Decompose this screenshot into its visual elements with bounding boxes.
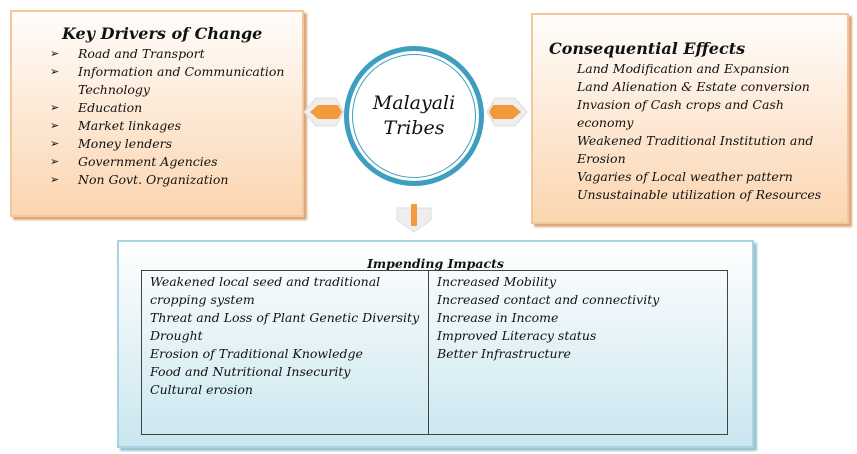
list-item: Threat and Loss of Plant Genetic Diversi… (150, 309, 420, 327)
list-item: Improved Literacy status (437, 327, 659, 345)
item-text: Road and Transport (78, 46, 205, 61)
arrow-bullet-icon: ➢ (50, 47, 60, 60)
list-item: Cultural erosion (150, 381, 420, 399)
consequential-effects-box: Consequential Effects Land Modification … (531, 13, 849, 224)
list-item: ➢ Information and Communication Technolog… (50, 63, 300, 99)
item-text: Increased Mobility (437, 274, 557, 289)
list-item: Better Infrastructure (437, 345, 659, 363)
bidirectional-arrow-left-icon (303, 97, 345, 127)
item-text: Better Infrastructure (437, 346, 571, 361)
list-item: ➢ Money lenders (50, 135, 300, 153)
arrow-bullet-icon: ➢ (50, 155, 60, 168)
arrow-bullet-icon: ➢ (50, 137, 60, 150)
item-text: Weakened Traditional Institution and Ero… (577, 133, 814, 166)
list-item: Land Modification and Expansion (577, 60, 842, 78)
list-item: Increased Mobility (437, 273, 659, 291)
list-item: Unsustainable utilization of Resources (577, 186, 842, 204)
arrow-bullet-icon: ➢ (50, 65, 60, 78)
list-item: ➢ Education (50, 99, 300, 117)
key-drivers-title: Key Drivers of Change (62, 24, 263, 43)
item-text: Increase in Income (437, 310, 559, 325)
item-text: Cultural erosion (150, 382, 253, 397)
item-text: Land Modification and Expansion (577, 61, 790, 76)
item-text: Erosion of Traditional Knowledge (150, 346, 363, 361)
list-item: Food and Nutritional Insecurity (150, 363, 420, 381)
list-item: ➢ Market linkages (50, 117, 300, 135)
item-text: Market linkages (78, 118, 182, 133)
item-text: Invasion of Cash crops and Cash economy (577, 97, 784, 130)
item-text: Land Alienation & Estate conversion (577, 79, 810, 94)
item-text: Improved Literacy status (437, 328, 597, 343)
item-text: Money lenders (78, 136, 173, 151)
list-item: ➢ Road and Transport (50, 45, 300, 63)
list-item: Weakened local seed and traditional crop… (150, 273, 420, 309)
item-text: Unsustainable utilization of Resources (577, 187, 822, 202)
list-item: Vagaries of Local weather pattern (577, 168, 842, 186)
item-text: Non Govt. Organization (78, 172, 229, 187)
effects-title: Consequential Effects (549, 39, 746, 58)
list-item: Increased contact and connectivity (437, 291, 659, 309)
center-line2: Tribes (383, 117, 445, 139)
arrow-bullet-icon: ➢ (50, 101, 60, 114)
key-drivers-list: ➢ Road and Transport ➢ Information and Comm… (50, 45, 300, 189)
impacts-table: Weakened local seed and traditional crop… (141, 270, 728, 435)
impending-impacts-box: Impending Impacts Weakened local seed an… (117, 240, 754, 448)
item-text: Education (78, 100, 143, 115)
list-item: Erosion of Traditional Knowledge (150, 345, 420, 363)
item-text: Information and Communication Technology (78, 64, 285, 97)
list-item: Invasion of Cash crops and Cash economy (577, 96, 842, 132)
item-text: Government Agencies (78, 154, 218, 169)
list-item: Increase in Income (437, 309, 659, 327)
negative-impacts-column: Weakened local seed and traditional crop… (142, 271, 429, 434)
arrow-bullet-icon: ➢ (50, 173, 60, 186)
item-text: Weakened local seed and traditional crop… (150, 274, 381, 307)
impacts-title: Impending Impacts (367, 256, 504, 271)
list-item: ➢ Non Govt. Organization (50, 171, 300, 189)
key-drivers-box: Key Drivers of Change ➢ Road and Transpor… (10, 10, 304, 217)
item-text: Threat and Loss of Plant Genetic Diversi… (150, 310, 420, 325)
item-text: Increased contact and connectivity (437, 292, 660, 307)
list-item: ➢ Government Agencies (50, 153, 300, 171)
bidirectional-arrow-right-icon (486, 97, 528, 127)
center-line1: Malayali (372, 92, 456, 114)
list-item: Weakened Traditional Institution and Ero… (577, 132, 842, 168)
arrow-bullet-icon: ➢ (50, 119, 60, 132)
list-item: Land Alienation & Estate conversion (577, 78, 842, 96)
item-text: Drought (150, 328, 203, 343)
list-item: Drought (150, 327, 420, 345)
item-text: Food and Nutritional Insecurity (150, 364, 351, 379)
item-text: Vagaries of Local weather pattern (577, 169, 793, 184)
down-arrow-icon (396, 204, 432, 233)
